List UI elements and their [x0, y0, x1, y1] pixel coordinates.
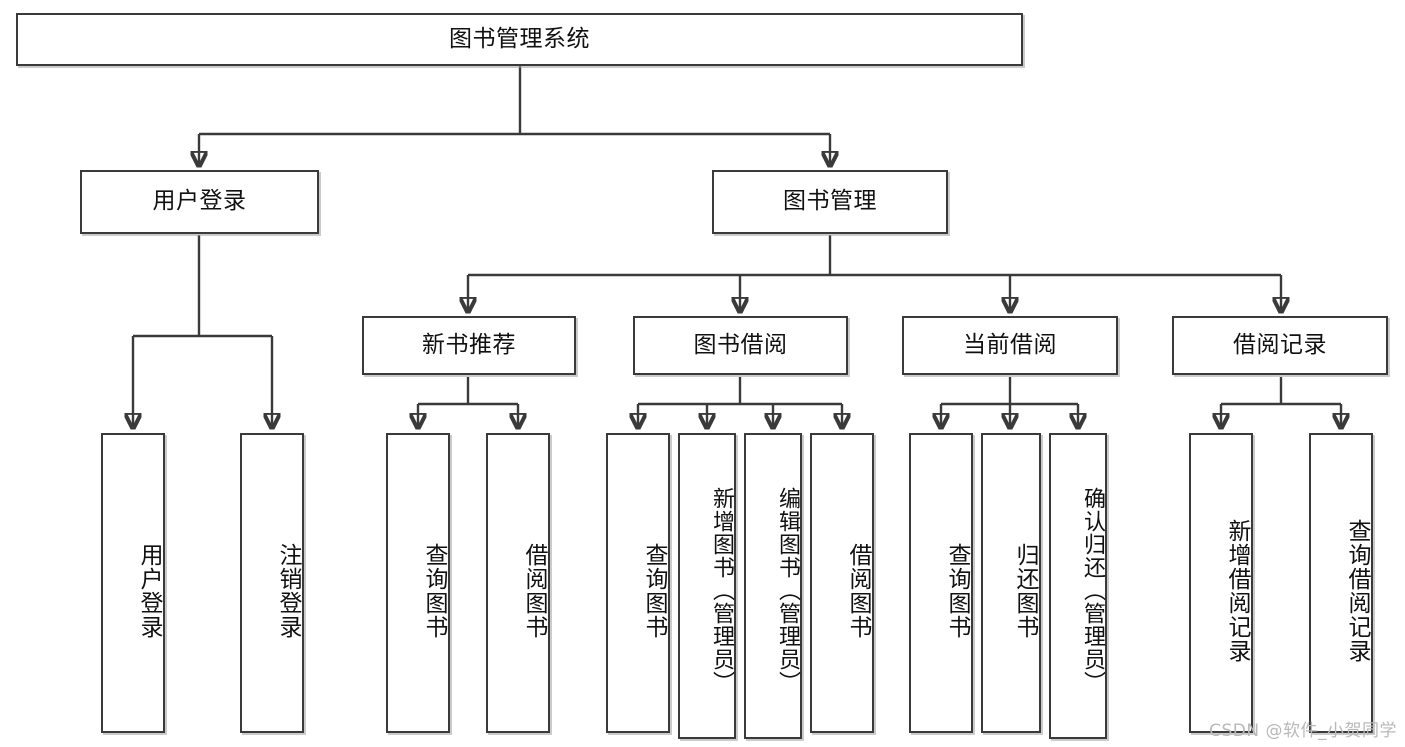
leaf-user-login-login[interactable]: 用户登录 [101, 433, 165, 733]
leaf-record-query-record[interactable]: 查询借阅记录 [1309, 433, 1373, 733]
leaf-borrow-query-book[interactable]: 查询图书 [606, 433, 670, 733]
leaf-new-book-borrow[interactable]: 借阅图书 [486, 433, 550, 733]
leaf-borrow-borrow-book[interactable]: 借阅图书 [810, 433, 874, 733]
node-current-borrow[interactable]: 当前借阅 [902, 316, 1118, 375]
leaf-current-query-book[interactable]: 查询图书 [909, 433, 973, 733]
leaf-user-login-logout[interactable]: 注销登录 [240, 433, 304, 733]
node-new-book-recommend[interactable]: 新书推荐 [362, 316, 576, 375]
leaf-current-confirm-return-admin[interactable]: 确认归还（管理员） [1049, 433, 1107, 739]
leaf-new-book-query[interactable]: 查询图书 [386, 433, 450, 733]
leaf-current-return-book[interactable]: 归还图书 [981, 433, 1041, 733]
leaf-borrow-edit-book-admin[interactable]: 编辑图书（管理员） [744, 433, 802, 739]
node-book-management[interactable]: 图书管理 [712, 170, 948, 234]
leaf-record-add-record[interactable]: 新增借阅记录 [1189, 433, 1253, 733]
node-book-borrow[interactable]: 图书借阅 [633, 316, 848, 375]
node-root-system[interactable]: 图书管理系统 [16, 13, 1023, 66]
leaf-borrow-add-book-admin[interactable]: 新增图书（管理员） [678, 433, 736, 739]
node-user-login[interactable]: 用户登录 [80, 170, 319, 234]
node-borrow-record[interactable]: 借阅记录 [1172, 316, 1388, 375]
